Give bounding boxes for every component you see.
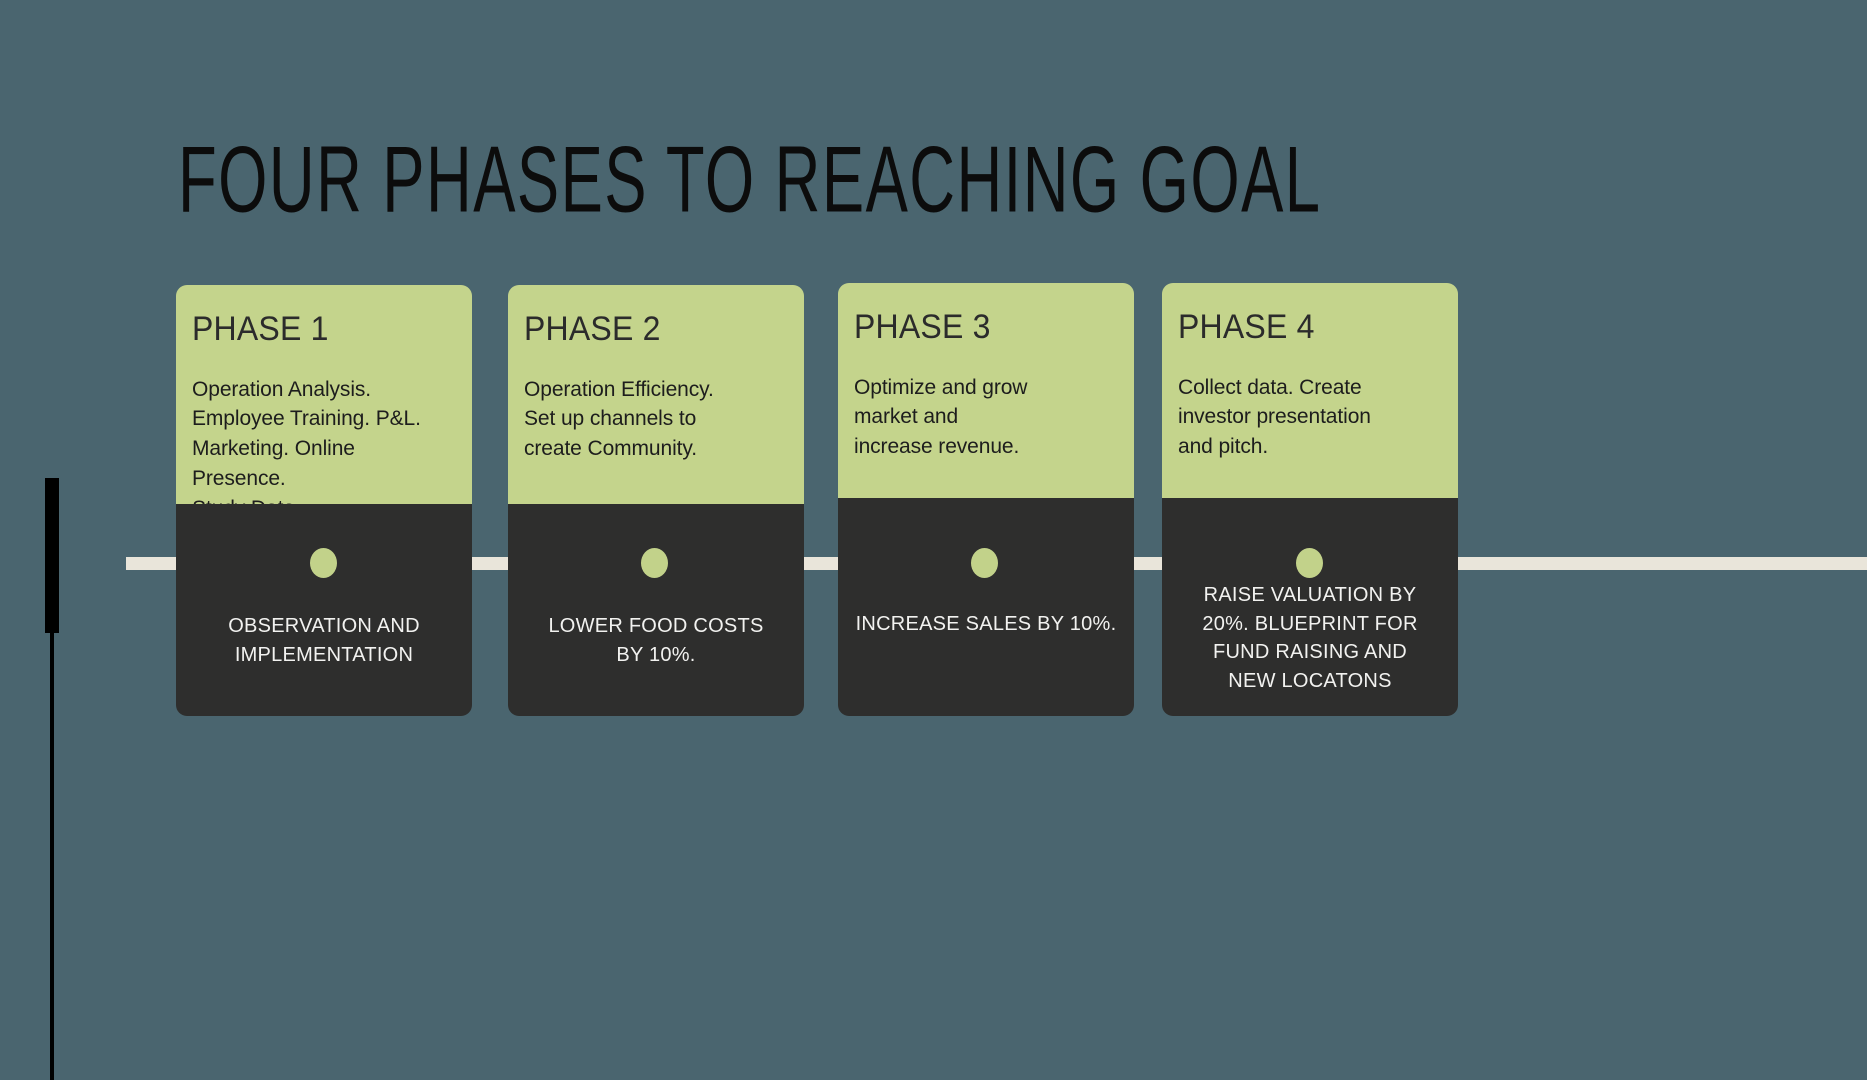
timeline-dot-phase-3 <box>971 548 998 578</box>
phase-card-4-heading: PHASE 4 <box>1178 306 1315 346</box>
phase-card-3-bottom: INCREASE SALES BY 10%. <box>838 498 1134 716</box>
timeline-dot-phase-1 <box>310 548 337 578</box>
phase-card-3[interactable]: PHASE 3 Optimize and grow market and inc… <box>838 283 1134 716</box>
phase-card-4[interactable]: PHASE 4 Collect data. Create investor pr… <box>1162 283 1458 716</box>
phase-card-4-body: Collect data. Create investor presentati… <box>1178 375 1371 459</box>
phase-card-1-bottom: OBSERVATION AND IMPLEMENTATION <box>176 504 472 716</box>
phase-card-2[interactable]: PHASE 2 Operation Efficiency. Set up cha… <box>508 285 804 716</box>
phase-card-1-top: PHASE 1 Operation Analysis. Employee Tra… <box>176 285 472 520</box>
phase-card-1-caption: OBSERVATION AND IMPLEMENTATION <box>228 615 420 666</box>
timeline-dot-phase-2 <box>641 548 668 578</box>
phase-card-1[interactable]: PHASE 1 Operation Analysis. Employee Tra… <box>176 285 472 716</box>
phase-card-3-caption: INCREASE SALES BY 10%. <box>855 613 1117 635</box>
phase-card-3-body: Optimize and grow market and increase re… <box>854 375 1028 459</box>
phase-card-2-top: PHASE 2 Operation Efficiency. Set up cha… <box>508 285 804 504</box>
left-accent-line <box>50 630 54 1080</box>
phase-card-1-body: Operation Analysis. Employee Training. P… <box>192 377 421 520</box>
phase-card-3-heading: PHASE 3 <box>854 306 991 346</box>
page-title: FOUR PHASES TO REACHING GOAL <box>178 126 1322 232</box>
phase-card-2-heading: PHASE 2 <box>524 308 661 348</box>
phase-card-4-caption: RAISE VALUATION BY 20%. BLUEPRINT FOR FU… <box>1202 584 1418 692</box>
timeline-dot-phase-4 <box>1296 548 1323 578</box>
phase-card-1-heading: PHASE 1 <box>192 308 329 348</box>
phase-card-4-bottom: RAISE VALUATION BY 20%. BLUEPRINT FOR FU… <box>1162 498 1458 716</box>
phase-card-2-bottom: LOWER FOOD COSTS BY 10%. <box>508 504 804 716</box>
phase-card-2-body: Operation Efficiency. Set up channels to… <box>524 377 714 461</box>
phase-card-2-caption: LOWER FOOD COSTS BY 10%. <box>548 615 764 666</box>
left-accent-bar <box>45 478 59 633</box>
phase-card-4-top: PHASE 4 Collect data. Create investor pr… <box>1162 283 1458 498</box>
phase-card-3-top: PHASE 3 Optimize and grow market and inc… <box>838 283 1134 498</box>
